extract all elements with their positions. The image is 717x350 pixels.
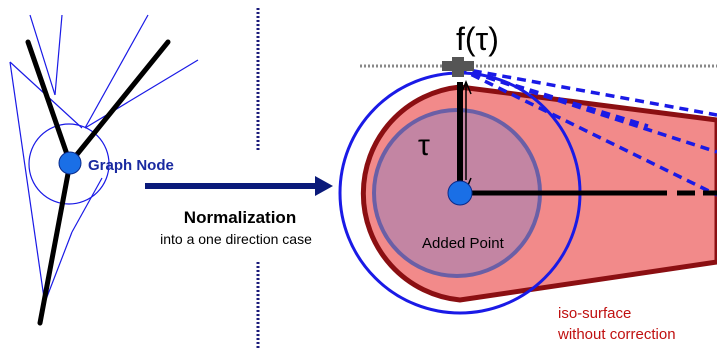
graph-node-panel: Graph Node	[9, 14, 199, 326]
branch-line	[37, 160, 73, 326]
graph-node	[58, 151, 82, 175]
branch-line	[25, 39, 73, 166]
cone-line	[54, 14, 63, 96]
branch-line	[67, 39, 171, 166]
plus-marker-h	[442, 61, 474, 71]
tau-label: τ	[418, 129, 430, 162]
node-circle	[28, 123, 110, 205]
dashed-ray	[457, 66, 649, 128]
iso-surface-label-line1: iso-surface	[558, 305, 631, 322]
cone-line	[84, 59, 199, 129]
tau-arrow-head-up	[460, 80, 472, 95]
iso-surface-label-line2: without correction	[557, 326, 676, 343]
cone-line	[29, 14, 56, 96]
dashed-ray	[457, 66, 717, 197]
added-point	[447, 180, 473, 206]
normalization-arrow-group: Normalization into a one direction case	[145, 176, 333, 247]
cone-line	[9, 61, 46, 306]
normalization-subtitle: into a one direction case	[160, 231, 312, 247]
normalization-arrowhead	[315, 176, 333, 196]
cone-line	[71, 177, 103, 233]
cone-line	[84, 14, 149, 129]
added-point-label: Added Point	[422, 235, 505, 252]
graph-node-label: Graph Node	[88, 157, 174, 174]
iso-surface-panel: f(τ) τ Added Point iso-surface without c…	[338, 21, 717, 343]
f-tau-label: f(τ)	[456, 21, 499, 57]
normalization-title: Normalization	[184, 208, 296, 227]
